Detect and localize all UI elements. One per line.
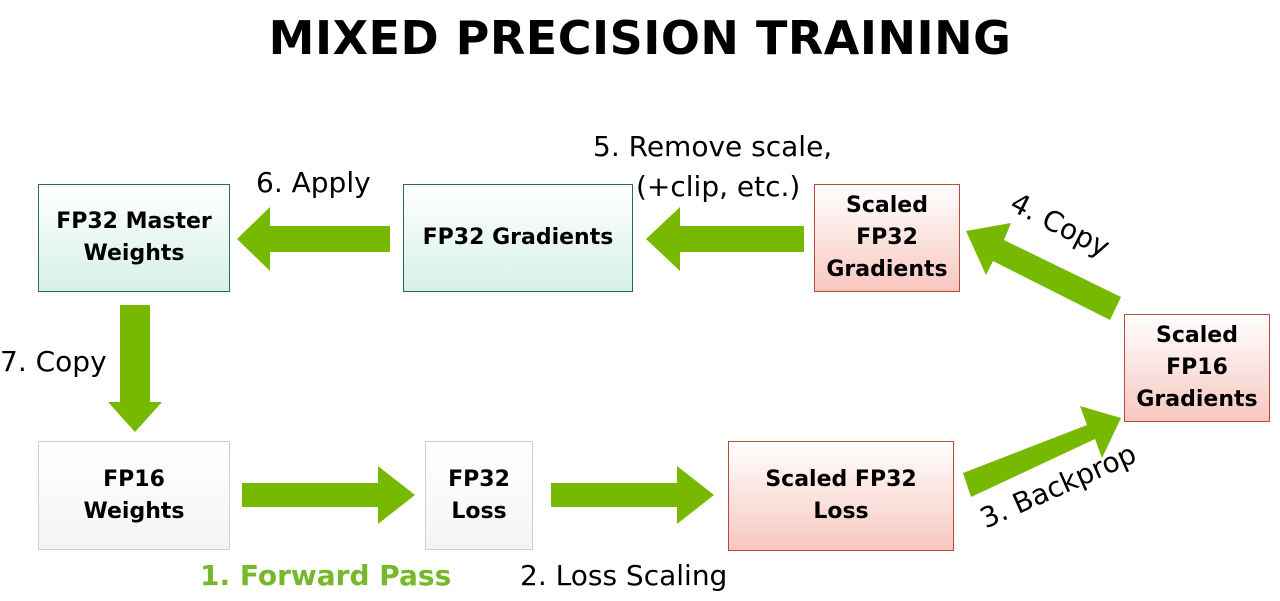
scaled-fp16-gradients-label: Scaled FP16 Gradients [1136,323,1258,412]
fp32-master-weights-box: FP32 Master Weights [38,184,230,292]
fp32-gradients-label: FP32 Gradients [422,225,614,250]
step-remove-scale-line1: 5. Remove scale, [593,130,833,163]
step-copy-7-label: 7. Copy [0,345,107,378]
fp32-master-weights-label: FP32 Master Weights [56,209,212,266]
scaled-fp32-loss-label: Scaled FP32 Loss [765,467,917,524]
arrow-forward-pass [242,466,415,524]
arrow-copy-down [108,305,162,432]
scaled-fp32-loss-box: Scaled FP32 Loss [728,441,954,551]
diagram-title: MIXED PRECISION TRAINING [268,11,1012,65]
scaled-fp32-gradients-box: Scaled FP32 Gradients [814,184,960,292]
step-apply-label: 6. Apply [256,166,371,199]
arrow-backprop [963,406,1121,497]
fp32-gradients-box: FP32 Gradients [403,184,633,292]
step-loss-scaling-label: 2. Loss Scaling [520,559,728,592]
scaled-fp16-gradients-box: Scaled FP16 Gradients [1124,314,1270,422]
arrow-apply [237,207,390,271]
arrow-loss-scaling [551,466,714,524]
fp16-weights-label: FP16 Weights [83,466,185,524]
step-remove-scale-line2: (+clip, etc.) [636,170,801,203]
arrow-copy-up [966,223,1121,320]
fp32-loss-box: FP32 Loss [425,441,533,550]
arrow-remove-scale [646,207,804,271]
step-forward-pass-label: 1. Forward Pass [200,559,452,592]
fp16-weights-box: FP16 Weights [38,441,230,550]
scaled-fp32-gradients-label: Scaled FP32 Gradients [826,193,948,282]
fp32-loss-label: FP32 Loss [448,466,510,524]
